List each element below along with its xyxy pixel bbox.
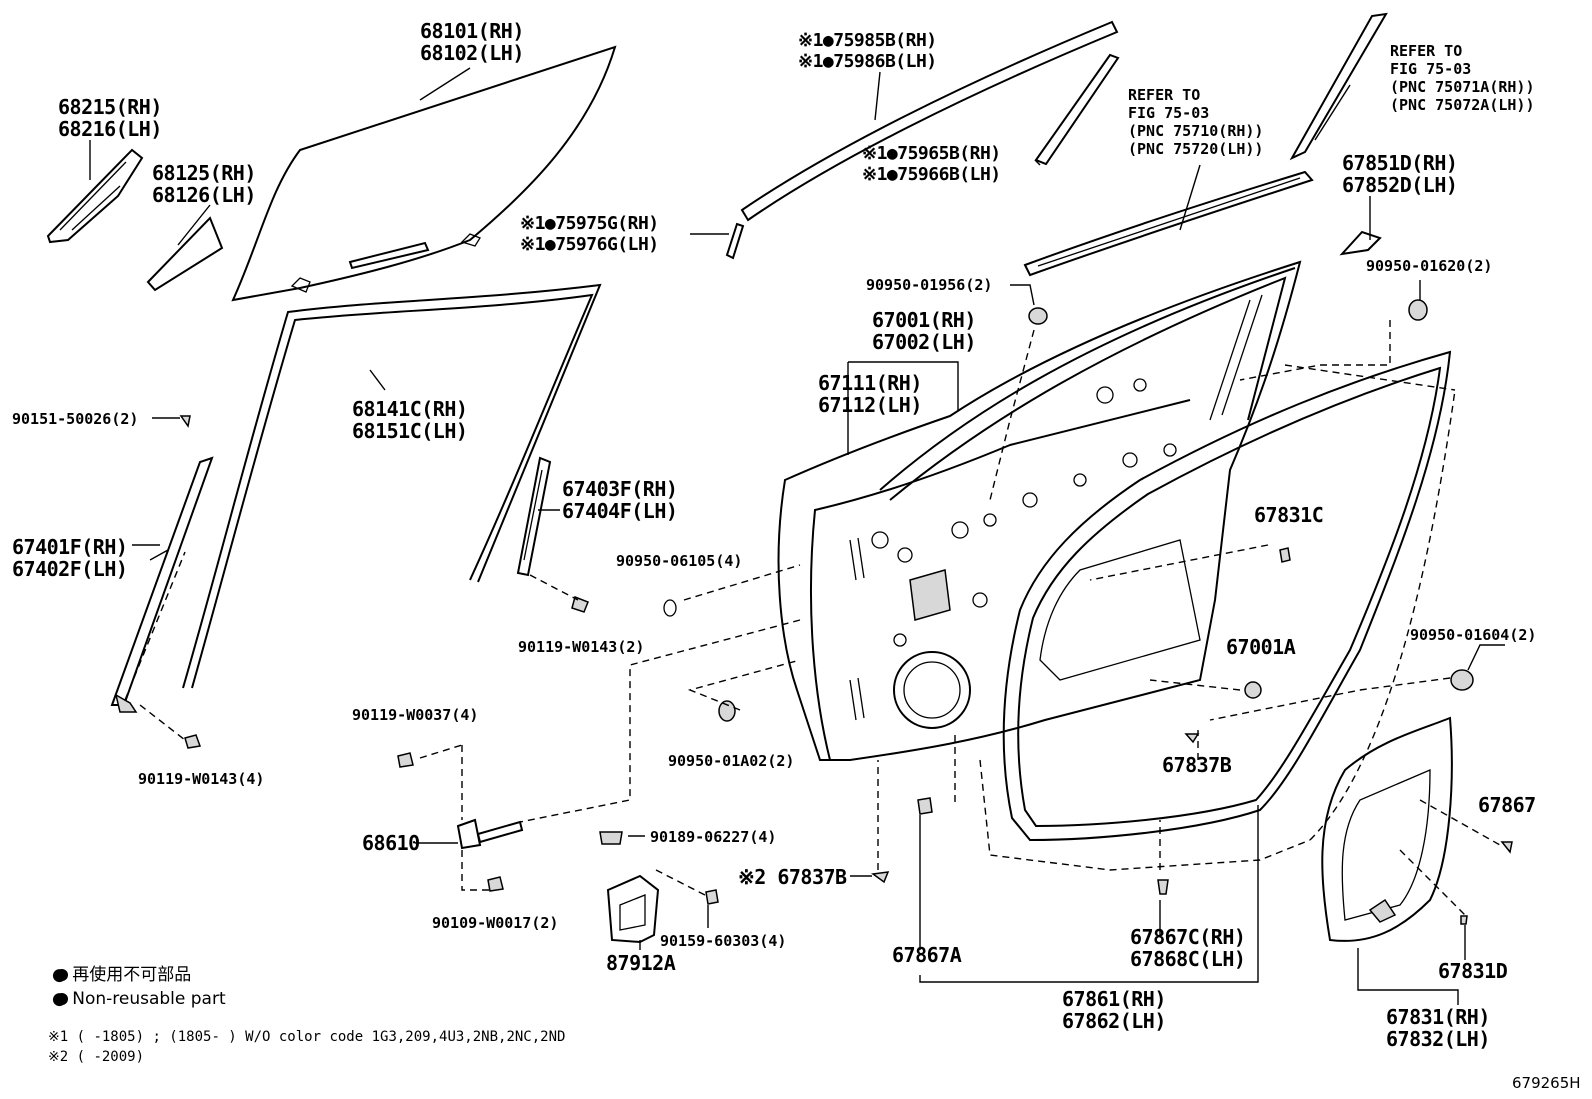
label-67001A: 67001A xyxy=(1226,635,1296,659)
quarter-glass xyxy=(146,216,224,292)
label-67837B-a: 67837B xyxy=(1162,753,1232,777)
label-68125: 68125(RH)68126(LH) xyxy=(152,161,256,207)
label-75985: ※1●75985B(RH)※1●75986B(LH) xyxy=(798,30,937,72)
label-90950-01620: 90950-01620(2) xyxy=(1366,257,1493,275)
label-90950-01A02: 90950-01A02(2) xyxy=(668,752,795,770)
footnote-1: ※1 ( -1805) ; (1805- ) W/O color code 1G… xyxy=(48,1029,566,1045)
label-67001: 67001(RH)67002(LH) xyxy=(872,308,976,354)
label-67403F: 67403F(RH)67404F(LH) xyxy=(562,477,678,523)
label-90950-01604: 90950-01604(2) xyxy=(1410,626,1537,644)
label-75975: ※1●75975G(RH)※1●75976G(LH) xyxy=(520,213,659,255)
label-68101: 68101(RH)68102(LH) xyxy=(420,19,524,65)
small-parts xyxy=(179,299,1513,925)
label-75965: ※1●75965B(RH)※1●75966B(LH) xyxy=(862,143,1001,185)
label-67867C: 67867C(RH)67868C(LH) xyxy=(1130,925,1246,971)
label-90159-60303: 90159-60303(4) xyxy=(660,932,787,950)
label-67851D: 67851D(RH)67852D(LH) xyxy=(1342,151,1458,197)
legend-en: ● Non-reusable part xyxy=(52,989,226,1009)
label-67831: 67831(RH)67832(LH) xyxy=(1386,1005,1490,1051)
label-90119-W0037: 90119-W0037(4) xyxy=(352,706,479,724)
legend-dot-en xyxy=(56,993,68,1005)
door-weatherstrip xyxy=(1002,350,1452,842)
label-68141C: 68141C(RH)68151C(LH) xyxy=(352,397,468,443)
outer-weatherstrip xyxy=(1023,170,1314,277)
legend-jp: ● 再使用不可部品 xyxy=(52,965,192,985)
rear-run-channel xyxy=(516,456,552,577)
legend-dot-jp xyxy=(56,969,68,981)
label-90119-W0143-4: 90119-W0143(4) xyxy=(138,770,265,788)
label-90109-W0017: 90109-W0017(2) xyxy=(432,914,559,932)
label-67861: 67861(RH)67862(LH) xyxy=(1062,987,1166,1033)
leader-lines xyxy=(89,67,1505,1005)
service-hole-cover xyxy=(1321,716,1453,942)
pillar-garnish xyxy=(1289,12,1388,161)
label-90151-50026: 90151-50026(2) xyxy=(12,410,139,428)
window-frame-molding xyxy=(182,283,602,689)
label-90950-01956: 90950-01956(2) xyxy=(866,276,993,294)
door-glass xyxy=(231,45,617,302)
label-68610: 68610 xyxy=(362,831,420,855)
figure-id: 679265H xyxy=(1512,1074,1581,1092)
label-67867A: 67867A xyxy=(892,943,962,967)
delta-bracket xyxy=(46,148,144,244)
dashed-lines xyxy=(124,320,1501,916)
label-67111: 67111(RH)67112(LH) xyxy=(818,371,922,417)
footnote-2: ※2 ( -2009) xyxy=(48,1049,145,1065)
label-67401F: 67401F(RH)67402F(LH) xyxy=(12,535,128,581)
label-87912A: 87912A xyxy=(606,951,676,975)
door-check xyxy=(456,818,524,850)
front-door-panel xyxy=(777,260,1302,761)
label-90950-06105: 90950-06105(4) xyxy=(616,552,743,570)
pillar-bracket xyxy=(1339,230,1382,256)
upper-belt-moldings xyxy=(725,20,1120,260)
speaker-bracket xyxy=(606,874,660,944)
label-90119-W0143-2: 90119-W0143(2) xyxy=(518,638,645,656)
label-67837B-b: ※2 67837B xyxy=(738,865,847,889)
label-68215: 68215(RH)68216(LH) xyxy=(58,95,162,141)
label-67831C: 67831C xyxy=(1254,503,1324,527)
label-67831D: 67831D xyxy=(1438,959,1508,983)
label-67867: 67867 xyxy=(1478,793,1536,817)
front-run-channel xyxy=(110,456,214,713)
label-90189-06227: 90189-06227(4) xyxy=(650,828,777,846)
